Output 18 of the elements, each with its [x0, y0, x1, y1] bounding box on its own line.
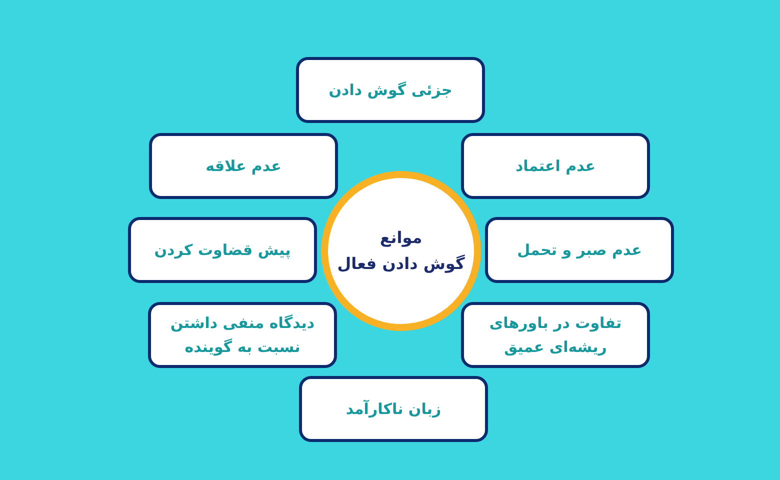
barrier-label: عدم علاقه	[206, 156, 282, 177]
barrier-box	[148, 302, 337, 368]
circle-title: موانع	[380, 227, 422, 250]
barrier-box	[128, 217, 317, 283]
barrier-label: جزئی گوش دادن	[328, 80, 452, 101]
barrier-label: دیدگاه منفی داشتن نسبت به گوینده	[169, 313, 316, 358]
barrier-label: زبان ناکارآمد	[346, 398, 442, 420]
barrier-label: پیش قضاوت کردن	[154, 240, 291, 261]
barrier-box	[149, 133, 338, 199]
barrier-box	[461, 133, 650, 199]
barrier-label: عدم اعتماد	[515, 156, 596, 177]
barrier-box	[296, 57, 485, 123]
circle-title: گوش دادن فعال	[337, 253, 465, 275]
barrier-box	[299, 376, 488, 442]
barrier-box	[485, 217, 674, 283]
barrier-label: تفاوت در باورهای ریشه‌ای عمیق	[488, 313, 623, 358]
barrier-box	[461, 302, 650, 368]
barrier-label: عدم صبر و تحمل	[517, 240, 642, 261]
